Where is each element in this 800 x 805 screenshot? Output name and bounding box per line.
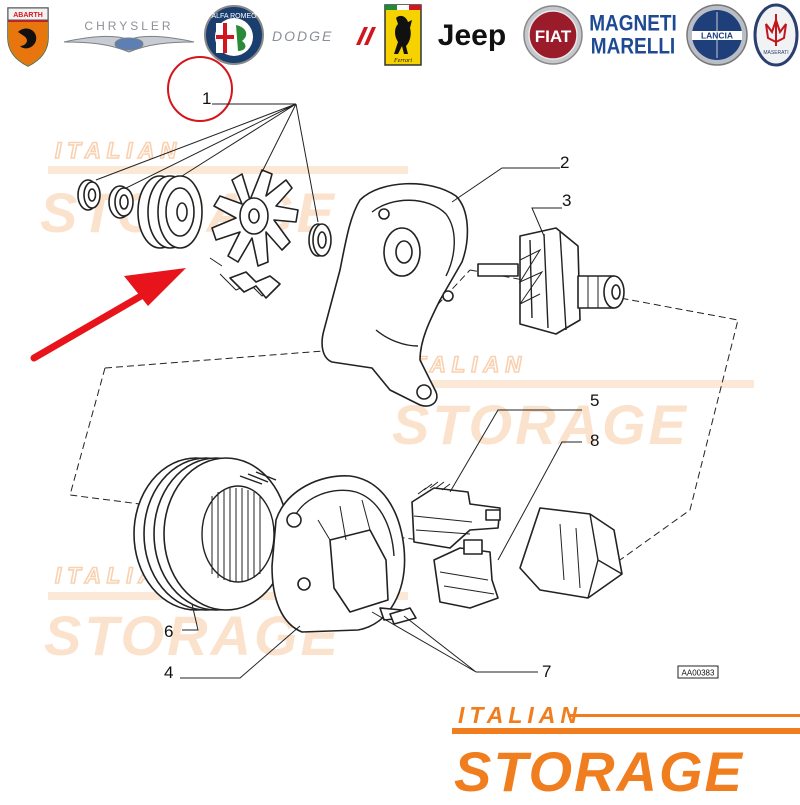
highlight-circle <box>167 56 233 122</box>
part-2-front-housing <box>321 182 469 407</box>
part-8-voltage-regulator <box>433 539 499 609</box>
callout-6: 6 <box>164 622 173 641</box>
callout-4: 4 <box>164 663 173 682</box>
part-1-nut <box>77 179 101 211</box>
part-4-rear-housing <box>271 475 417 633</box>
diagram-code-label: AA00383 <box>677 665 719 679</box>
abarth-logo: ABARTH <box>0 0 56 70</box>
alfa-romeo-logo-text: ALFA ROMEO <box>211 13 257 20</box>
marelli-logo-text: MARELLI <box>591 34 675 59</box>
ferrari-logo-text: Ferrari <box>393 58 412 64</box>
jeep-logo: Jeep <box>428 0 516 70</box>
italian-storage-logo: ITALIAN STORAGE <box>440 700 800 803</box>
ferrari-logo: Ferrari <box>382 0 424 70</box>
alfa-romeo-logo: ALFA ROMEO <box>202 0 266 70</box>
chrysler-logo: CHRYSLER <box>60 0 198 70</box>
part-1-fan <box>209 169 299 299</box>
part-5-rectifier <box>411 481 501 549</box>
diagram-code-text: AA00383 <box>682 669 715 678</box>
brush-holder <box>519 507 623 599</box>
highlight-arrow <box>30 268 186 362</box>
assembly-dashed-outline <box>69 269 739 561</box>
dodge-logo: DODGE <box>268 0 378 70</box>
callout-8: 8 <box>590 431 599 450</box>
lancia-logo-text: LANCIA <box>701 31 733 41</box>
jeep-logo-text: Jeep <box>438 19 506 52</box>
chrysler-logo-text: CHRYSLER <box>84 19 173 33</box>
watermark-middle-right: ITALIAN STORAGE <box>392 351 754 456</box>
watermark-line2: STORAGE <box>392 393 689 456</box>
callout-1: 1 <box>202 89 211 108</box>
part-1-spacer <box>308 223 332 257</box>
part-1-washer <box>108 185 134 219</box>
lancia-logo: LANCIA <box>684 0 750 70</box>
watermark-line1: ITALIAN <box>55 138 182 163</box>
footer-logo-line2: STORAGE <box>454 740 744 800</box>
callout-3: 3 <box>562 191 571 210</box>
footer-logo-line1: ITALIAN <box>458 702 582 728</box>
maserati-logo-text: MASERATI <box>763 50 788 56</box>
magneti-marelli-logo: MAGNETI MARELLI <box>586 0 680 70</box>
part-1-pulley <box>137 175 203 249</box>
callout-5: 5 <box>590 391 599 410</box>
fiat-logo-text: FIAT <box>535 27 572 46</box>
abarth-logo-text: ABARTH <box>13 12 43 19</box>
maserati-logo: MASERATI <box>752 0 800 70</box>
callout-7: 7 <box>542 662 551 681</box>
magneti-logo-text: MAGNETI <box>589 11 677 36</box>
callout-2: 2 <box>560 153 569 172</box>
fiat-logo: FIAT <box>522 0 584 70</box>
brand-logo-bar: ABARTH CHRYSLER ALFA ROMEO <box>0 0 800 74</box>
dodge-logo-text: DODGE <box>272 28 333 44</box>
part-6-stator <box>133 457 289 611</box>
leader-lines <box>95 103 582 679</box>
part-3-rotor <box>477 227 625 335</box>
